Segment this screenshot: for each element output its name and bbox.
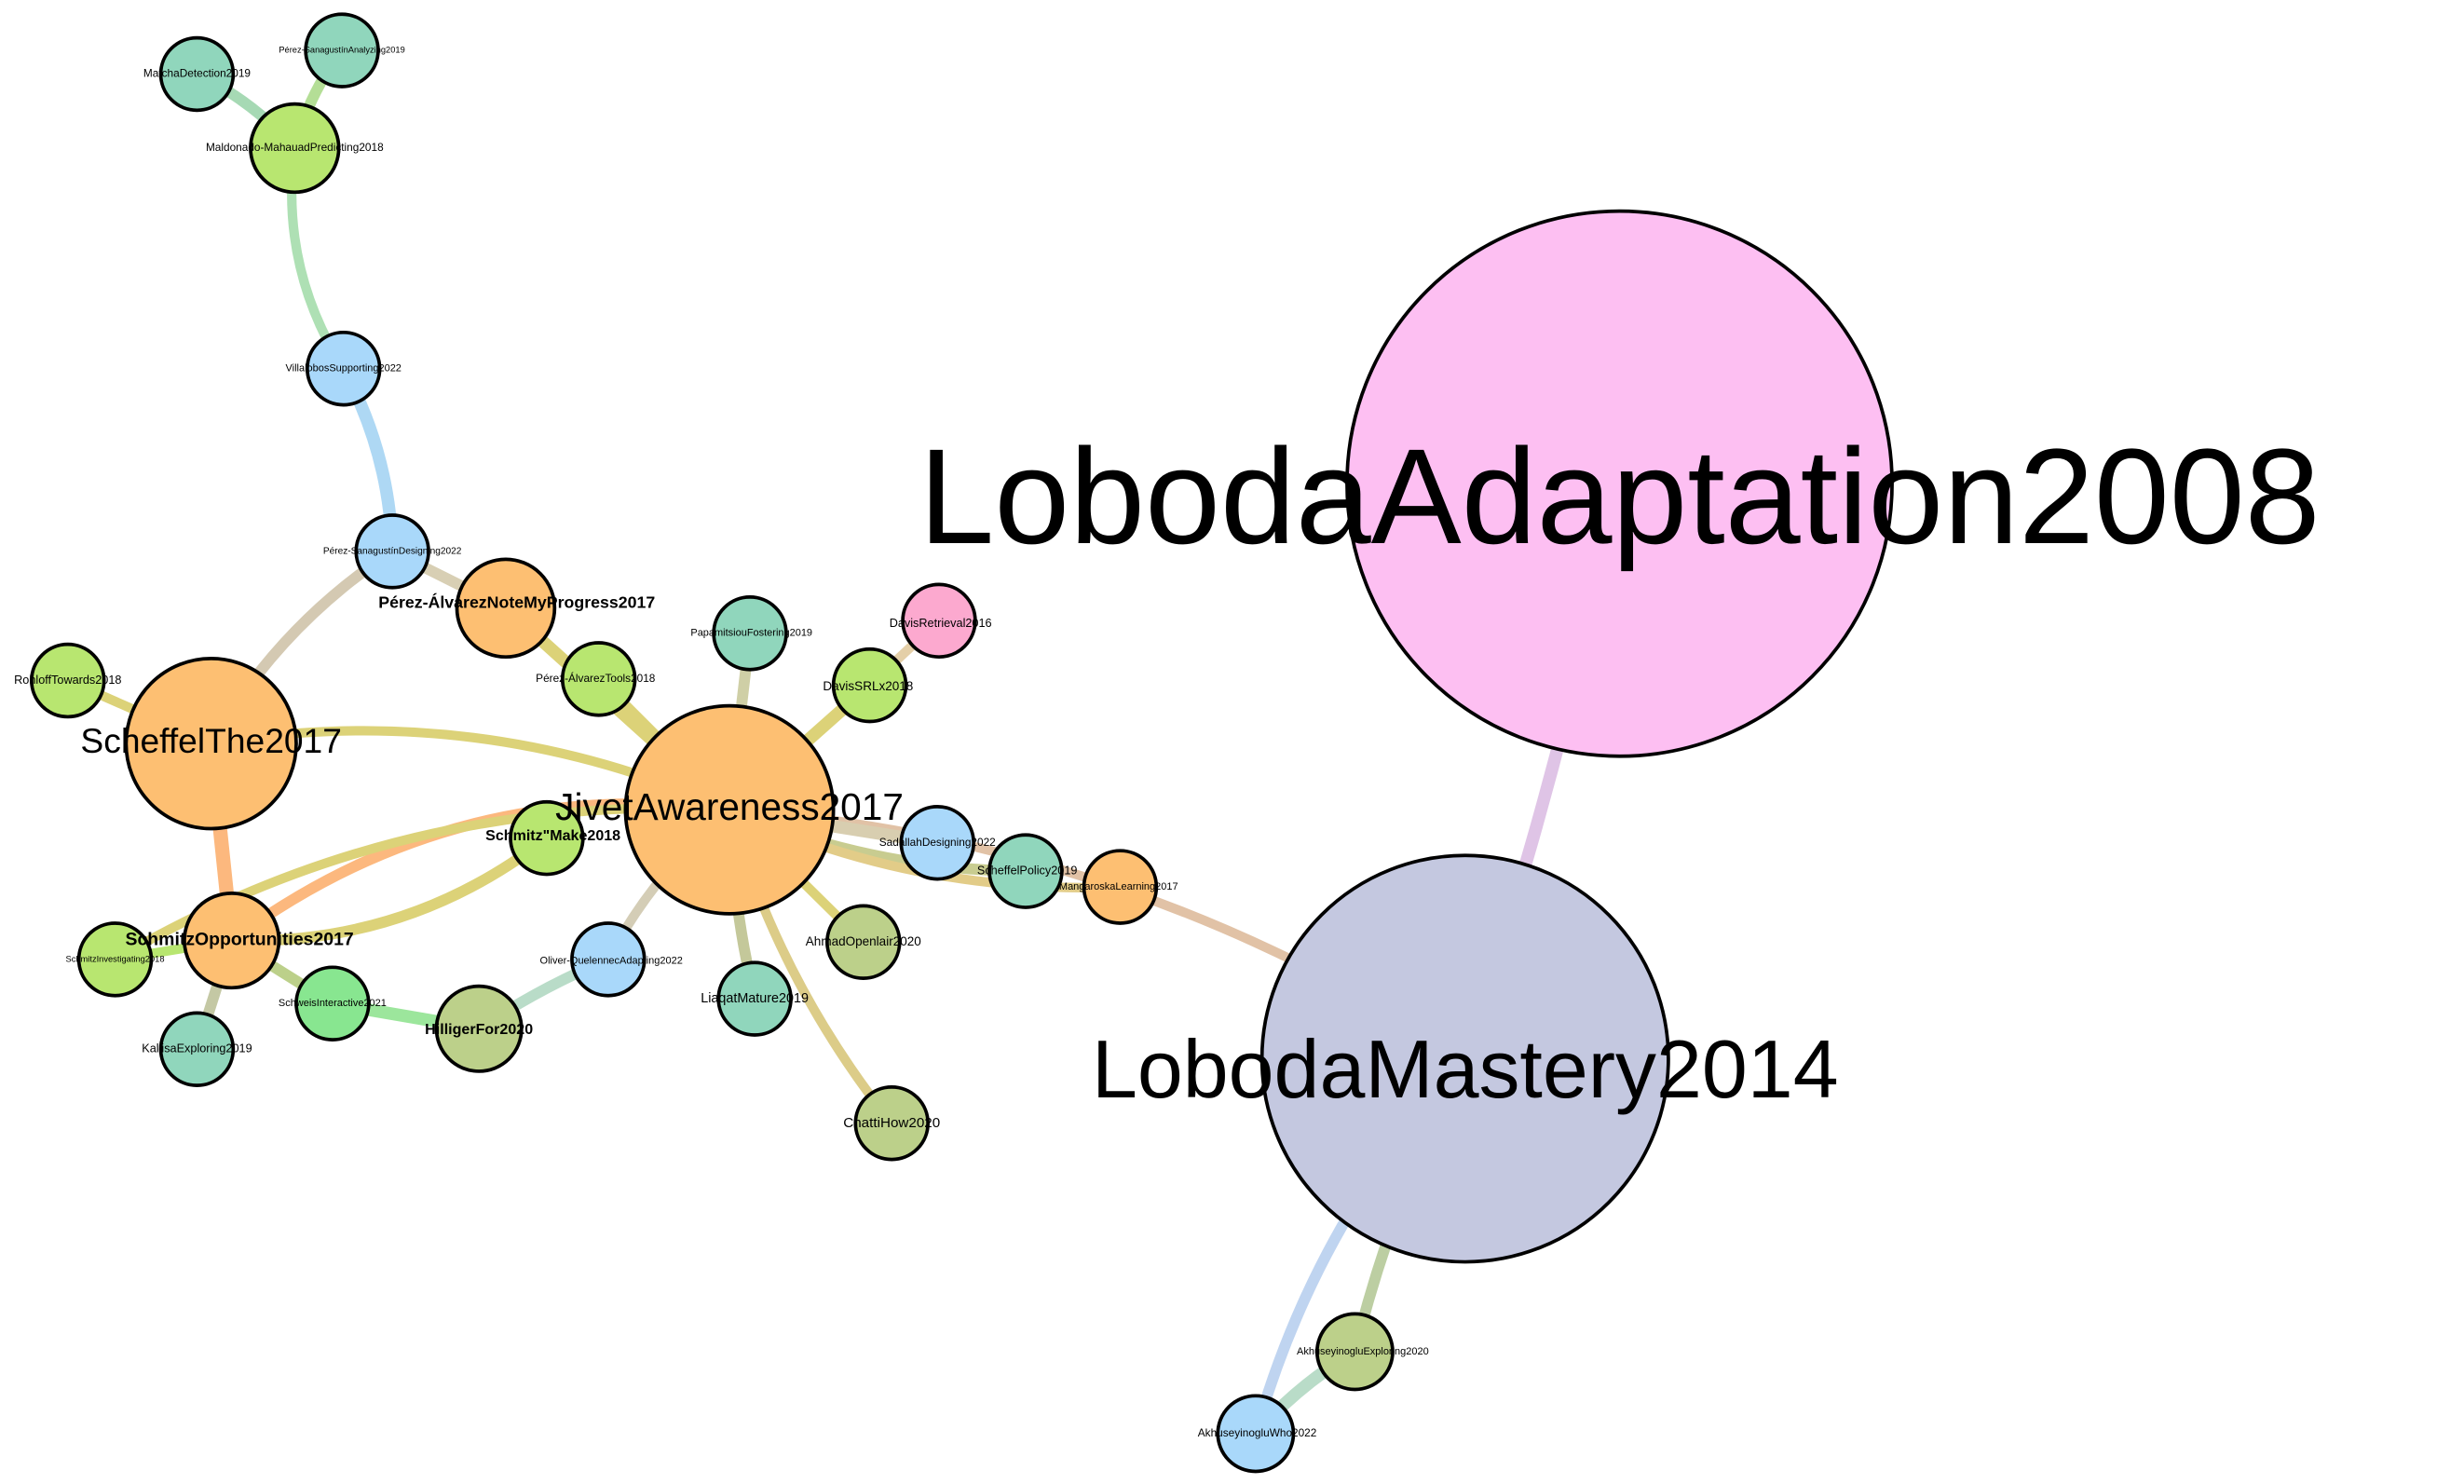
node-label-Maldonado-MahauadPredicting2018: Maldonado-MahauadPredicting2018 xyxy=(206,141,384,154)
node-label-AkhuseyinogluExploring2020: AkhuseyinogluExploring2020 xyxy=(1297,1346,1429,1357)
node-label-HilligerFor2020: HilligerFor2020 xyxy=(425,1021,533,1038)
node-circle[interactable] xyxy=(455,557,557,660)
node-label-Perez-AlvarezTools2018: Pérez-ÁlvarezTools2018 xyxy=(536,672,656,685)
node-circle[interactable] xyxy=(354,513,430,590)
node-label-Perez-SanagustinAnalyzing2019: Pérez-SanagustínAnalyzing2019 xyxy=(279,46,404,55)
node-circle[interactable] xyxy=(831,647,908,724)
node-circle[interactable] xyxy=(712,595,788,672)
node-Perez-AlvarezTools2018[interactable] xyxy=(560,641,637,717)
node-circle[interactable] xyxy=(434,984,524,1073)
node-circle[interactable] xyxy=(987,833,1064,909)
node-label-PapamitsiouFostering2019: PapamitsiouFostering2019 xyxy=(690,628,812,639)
node-DavisSRLx2018[interactable] xyxy=(831,647,908,724)
node-circle[interactable] xyxy=(899,804,976,881)
node-Oliver-QuelennecAdapting2022[interactable] xyxy=(570,921,647,998)
node-label-LiaqatMature2019: LiaqatMature2019 xyxy=(701,991,809,1006)
node-LiaqatMature2019[interactable] xyxy=(716,960,793,1037)
node-label-SchweisInteractive2021: SchweisInteractive2021 xyxy=(279,998,387,1009)
node-circle[interactable] xyxy=(124,657,298,831)
node-SchweisInteractive2021[interactable] xyxy=(294,965,371,1042)
node-label-ScheffelPolicy2019: ScheffelPolicy2019 xyxy=(977,865,1078,878)
node-label-AkhuseyinogluWho2022: AkhuseyinogluWho2022 xyxy=(1198,1426,1317,1439)
node-RohloffTowards2018[interactable] xyxy=(30,642,106,719)
node-SchmitzMake2018[interactable] xyxy=(509,799,585,877)
node-MangaroskaLearning2017[interactable] xyxy=(1082,849,1159,925)
node-MatchaDetection2019[interactable] xyxy=(158,35,236,113)
node-SadallahDesigning2022[interactable] xyxy=(899,804,976,881)
node-AhmadOpenlair2020[interactable] xyxy=(825,904,902,981)
node-circle[interactable] xyxy=(294,965,371,1042)
node-SchmitzInvestigating2018[interactable] xyxy=(76,921,154,998)
node-label-LobodaMastery2014: LobodaMastery2014 xyxy=(1092,1023,1839,1115)
node-circle[interactable] xyxy=(853,1084,930,1162)
node-circle[interactable] xyxy=(1082,849,1159,925)
node-circle[interactable] xyxy=(509,799,585,877)
node-PapamitsiouFostering2019[interactable] xyxy=(712,595,788,672)
node-label-SadallahDesigning2022: SadallahDesigning2022 xyxy=(879,836,996,849)
node-ChattiHow2020[interactable] xyxy=(853,1084,930,1162)
node-circle[interactable] xyxy=(1314,1312,1395,1392)
node-AkhuseyinogluExploring2020[interactable] xyxy=(1314,1312,1395,1392)
nodes-layer xyxy=(30,12,1894,1474)
node-circle[interactable] xyxy=(305,330,382,407)
node-circle[interactable] xyxy=(249,102,341,195)
node-label-Perez-AlvarezNoteMyProgress2017: Pérez-ÁlvarezNoteMyProgress2017 xyxy=(378,592,655,611)
node-Maldonado-MahauadPredicting2018[interactable] xyxy=(249,102,341,195)
node-AkhuseyinogluWho2022[interactable] xyxy=(1216,1394,1296,1474)
node-label-ScheffelThe2017: ScheffelThe2017 xyxy=(80,721,342,760)
node-Perez-AlvarezNoteMyProgress2017[interactable] xyxy=(455,557,557,660)
node-SchmitzOpportunities2017[interactable] xyxy=(183,891,281,990)
node-Perez-SanagustinDesigning2022[interactable] xyxy=(354,513,430,590)
node-label-SchmitzInvestigating2018: SchmitzInvestigating2018 xyxy=(66,954,165,963)
node-label-SchmitzMake2018: Schmitz"Make2018 xyxy=(485,827,620,844)
node-circle[interactable] xyxy=(158,35,236,113)
node-KaliisaExploring2019[interactable] xyxy=(158,1011,236,1088)
node-label-DavisRetrieval2016: DavisRetrieval2016 xyxy=(890,617,992,630)
node-JivetAwareness2017[interactable] xyxy=(623,703,836,916)
node-label-KaliisaExploring2019: KaliisaExploring2019 xyxy=(142,1042,252,1055)
node-DavisRetrieval2016[interactable] xyxy=(901,582,977,660)
node-HilligerFor2020[interactable] xyxy=(434,984,524,1073)
node-LobodaMastery2014[interactable] xyxy=(1259,853,1670,1264)
node-VillalobosSupporting2022[interactable] xyxy=(305,330,382,407)
node-label-SchmitzOpportunities2017: SchmitzOpportunities2017 xyxy=(126,930,354,950)
node-circle[interactable] xyxy=(183,891,281,990)
node-label-VillalobosSupporting2022: VillalobosSupporting2022 xyxy=(286,363,402,374)
node-circle[interactable] xyxy=(1216,1394,1296,1474)
node-label-MangaroskaLearning2017: MangaroskaLearning2017 xyxy=(1059,881,1178,892)
node-label-LobodaAdaptation2008: LobodaAdaptation2008 xyxy=(919,420,2320,572)
node-ScheffelPolicy2019[interactable] xyxy=(987,833,1064,909)
node-circle[interactable] xyxy=(901,582,977,660)
node-circle[interactable] xyxy=(560,641,637,717)
node-circle[interactable] xyxy=(623,703,836,916)
node-circle[interactable] xyxy=(30,642,106,719)
node-ScheffelThe2017[interactable] xyxy=(124,657,298,831)
node-label-ChattiHow2020: ChattiHow2020 xyxy=(843,1115,940,1131)
node-label-Oliver-QuelennecAdapting2022: Oliver-QuelennecAdapting2022 xyxy=(540,955,683,966)
node-LobodaAdaptation2008[interactable] xyxy=(1345,209,1894,758)
node-circle[interactable] xyxy=(304,12,380,88)
node-label-Perez-SanagustinDesigning2022: Pérez-SanagustínDesigning2022 xyxy=(323,547,462,557)
node-label-MatchaDetection2019: MatchaDetection2019 xyxy=(143,67,251,80)
node-circle[interactable] xyxy=(158,1011,236,1088)
node-circle[interactable] xyxy=(1259,853,1670,1264)
node-circle[interactable] xyxy=(1345,209,1894,758)
node-label-DavisSRLx2018: DavisSRLx2018 xyxy=(823,679,913,693)
node-circle[interactable] xyxy=(716,960,793,1037)
node-label-JivetAwareness2017: JivetAwareness2017 xyxy=(555,785,904,828)
node-label-AhmadOpenlair2020: AhmadOpenlair2020 xyxy=(806,934,921,948)
node-Perez-SanagustinAnalyzing2019[interactable] xyxy=(304,12,380,88)
node-circle[interactable] xyxy=(570,921,647,998)
node-label-RohloffTowards2018: RohloffTowards2018 xyxy=(14,674,121,687)
node-circle[interactable] xyxy=(825,904,902,981)
node-circle[interactable] xyxy=(76,921,154,998)
